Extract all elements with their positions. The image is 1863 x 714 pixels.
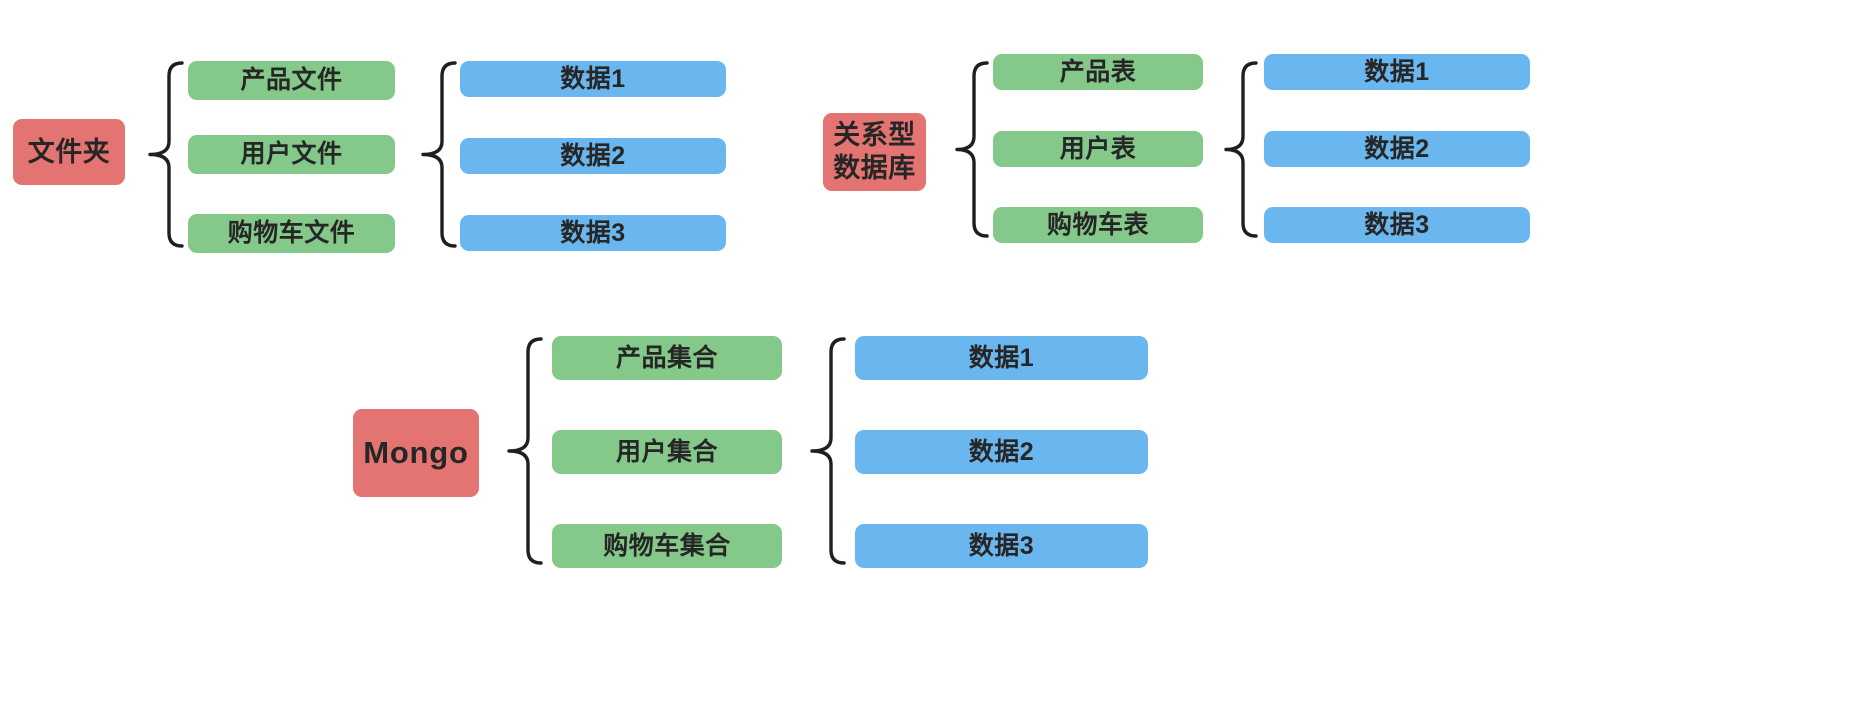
level2-node-filesystem-1: 产品文件 xyxy=(188,61,395,100)
root-node-relational-database: 关系型 数据库 xyxy=(823,113,926,191)
level3-node-mongo-3: 数据3 xyxy=(855,524,1148,568)
level2-node-filesystem-2: 用户文件 xyxy=(188,135,395,174)
level3-node-filesystem-3: 数据3 xyxy=(460,215,726,251)
level2-node-relational-database-2: 用户表 xyxy=(993,131,1203,167)
level3-node-mongo-1: 数据1 xyxy=(855,336,1148,380)
level3-node-relational-database-2: 数据2 xyxy=(1264,131,1530,167)
brace-mongo-level1-to-level2 xyxy=(507,337,543,565)
root-node-mongo: Mongo xyxy=(353,409,479,497)
level2-node-mongo-2: 用户集合 xyxy=(552,430,782,474)
level2-node-relational-database-3: 购物车表 xyxy=(993,207,1203,243)
level3-node-relational-database-1: 数据1 xyxy=(1264,54,1530,90)
level2-node-filesystem-3: 购物车文件 xyxy=(188,214,395,253)
brace-mongo-level2-to-level3 xyxy=(810,337,846,565)
level3-node-filesystem-2: 数据2 xyxy=(460,138,726,174)
level3-node-relational-database-3: 数据3 xyxy=(1264,207,1530,243)
level3-node-mongo-2: 数据2 xyxy=(855,430,1148,474)
brace-relational-database-level1-to-level2 xyxy=(955,61,989,238)
level3-node-filesystem-1: 数据1 xyxy=(460,61,726,97)
level2-node-relational-database-1: 产品表 xyxy=(993,54,1203,90)
brace-filesystem-level2-to-level3 xyxy=(421,61,457,248)
brace-relational-database-level2-to-level3 xyxy=(1224,61,1258,238)
root-node-filesystem: 文件夹 xyxy=(13,119,125,185)
level2-node-mongo-1: 产品集合 xyxy=(552,336,782,380)
level2-node-mongo-3: 购物车集合 xyxy=(552,524,782,568)
brace-filesystem-level1-to-level2 xyxy=(148,61,184,248)
